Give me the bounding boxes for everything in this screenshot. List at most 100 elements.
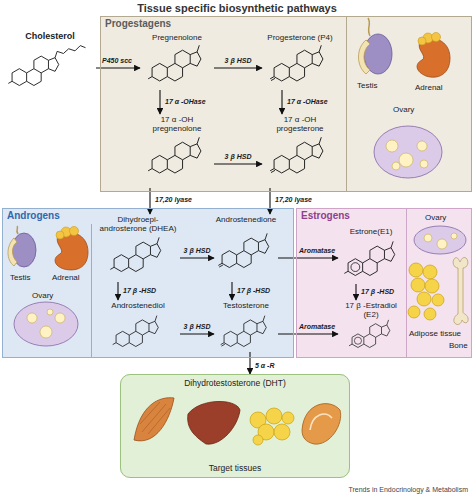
- arrow-connector: [159, 90, 160, 114]
- tissue-label: Ovary: [425, 214, 446, 223]
- enzyme-label: 17,20 lyase: [155, 196, 192, 204]
- molecule-node: Dihydroepi- androsterone (DHEA): [96, 214, 180, 282]
- molecule-node: Testosterone: [214, 300, 278, 352]
- molecule-node: 17 α -OH pregnenolone: [140, 114, 214, 188]
- molecule-node: Estrone(E1): [338, 226, 404, 284]
- molecule-name: 17 α -OH pregnenolone: [140, 116, 214, 134]
- tissue-panel: Testis AdrenalOvary: [2, 224, 92, 358]
- testis-icon: [359, 18, 393, 74]
- liver-icon: [188, 401, 240, 444]
- class-heading: Estrogens: [301, 210, 350, 221]
- ovary-icon: [374, 126, 442, 178]
- fat-icon: [250, 408, 294, 445]
- tissue-panel: Testis AdrenalOvary: [346, 16, 472, 192]
- tissue-label: Testis: [357, 82, 377, 91]
- tissue-label: Ovary: [393, 106, 414, 115]
- arrow-connector: [281, 90, 282, 114]
- steroid-structure: [344, 241, 394, 275]
- molecule-name: Dihydrotestosterone (DHT): [121, 378, 349, 388]
- target-box: Dihydrotestosterone (DHT) Target tissues: [120, 374, 350, 478]
- molecule-name: Androstenediol: [96, 302, 180, 311]
- enzyme-label: 17 α -OHase: [165, 98, 206, 106]
- steroid-structure: [218, 233, 268, 267]
- molecule-node: Androstenediol: [96, 300, 180, 352]
- molecule-name: 17 β -Estradiol (E2): [338, 302, 404, 320]
- class-heading: Progestagens: [105, 18, 171, 29]
- steroid-structure: [148, 137, 201, 173]
- arrow-connector: [214, 67, 262, 68]
- enzyme-label: 17 α -OHase: [287, 98, 328, 106]
- tissue-label: Ovary: [32, 292, 53, 301]
- class-panel: AndrogensTestis AdrenalOvary Dihydroepi- a…: [2, 208, 294, 358]
- enzyme-label: 17 β -HSD: [237, 287, 270, 295]
- tissue-label: Bone: [449, 342, 468, 351]
- molecule-node: Cholesterol: [4, 30, 96, 96]
- molecule-name: Cholesterol: [4, 31, 96, 41]
- steroid-structure: [349, 320, 390, 348]
- arrow-connector: [355, 284, 356, 300]
- enzyme-label: 3 β HSD: [184, 323, 211, 331]
- enzyme-label: 3 β HSD: [225, 57, 252, 65]
- enzyme-label: Aromatase: [299, 323, 335, 331]
- bone-icon: [453, 257, 468, 324]
- molecule-name: Progesterone (P4): [262, 34, 338, 43]
- molecule-node: Pregnenolone: [140, 32, 214, 90]
- arrow-connector: [214, 163, 262, 164]
- muscle-icon: [134, 398, 174, 441]
- molecule-name: Dihydroepi- androsterone (DHEA): [96, 216, 180, 234]
- molecule-node: Progesterone (P4): [262, 32, 338, 90]
- molecule-name: Testosterone: [214, 302, 278, 311]
- arrow-connector: [249, 352, 250, 374]
- class-panel: EstrogensEstrone(E1) 17 β -Estradiol (E2)…: [296, 208, 472, 358]
- enzyme-label: Aromatase: [299, 247, 335, 255]
- enzyme-label: 3 β HSD: [225, 153, 252, 161]
- molecule-node: Androstenedione: [214, 214, 278, 282]
- enzyme-label: 17,20 lyase: [275, 196, 312, 204]
- pancreas-icon: [302, 404, 341, 445]
- molecule-name: Androstenedione: [214, 216, 278, 225]
- cholesterol-structure: [8, 46, 85, 86]
- arrow-connector: [278, 257, 338, 258]
- adrenal-kidney-icon: [55, 227, 88, 270]
- adrenal-kidney-icon: [417, 33, 450, 78]
- molecule-name: Pregnenolone: [140, 34, 214, 43]
- arrow-connector: [180, 333, 214, 334]
- steroid-structure: [110, 237, 160, 271]
- class-heading: Androgens: [7, 210, 60, 221]
- adipose-icon: [408, 263, 444, 320]
- ovary-icon: [414, 226, 466, 254]
- tissue-label: Adrenal: [52, 274, 80, 283]
- arrow-connector: [231, 282, 232, 300]
- steroid-structure: [270, 45, 323, 81]
- enzyme-label: P450 scc: [102, 57, 132, 65]
- class-panel: ProgestagensPregnenolone Progesterone (P4…: [100, 16, 472, 192]
- tissue-label: Adrenal: [415, 84, 443, 93]
- arrow-connector: [278, 333, 338, 334]
- arrow-connector: [96, 67, 140, 68]
- steroid-structure: [148, 45, 201, 81]
- testis-icon: [8, 226, 36, 267]
- enzyme-label: 17 β -HSD: [123, 287, 156, 295]
- tissue-label: Target tissues: [121, 463, 349, 473]
- tissue-label: Adipose tissue: [409, 330, 461, 339]
- molecule-node: 17 α -OH progesterone: [262, 114, 338, 188]
- molecule-name: Estrone(E1): [338, 228, 404, 237]
- journal-caption: Trends in Endocrinology & Metabolism: [348, 486, 468, 493]
- tissue-panel: OvaryAdipose tissueBone: [406, 208, 472, 358]
- molecule-name: 17 α -OH progesterone: [262, 116, 338, 134]
- molecule-node: 17 β -Estradiol (E2): [338, 300, 404, 352]
- diagram-title: Tissue specific biosynthetic pathways: [0, 2, 474, 14]
- enzyme-label: 5 α -R: [255, 362, 275, 370]
- ovary-icon: [14, 302, 78, 346]
- steroid-structure: [113, 316, 159, 347]
- steroid-structure: [270, 137, 323, 173]
- steroid-structure: [221, 316, 267, 347]
- arrow-connector: [180, 257, 214, 258]
- arrow-connector: [117, 282, 118, 300]
- enzyme-label: 17 β -HSD: [361, 288, 394, 296]
- tissue-label: Testis: [10, 274, 30, 283]
